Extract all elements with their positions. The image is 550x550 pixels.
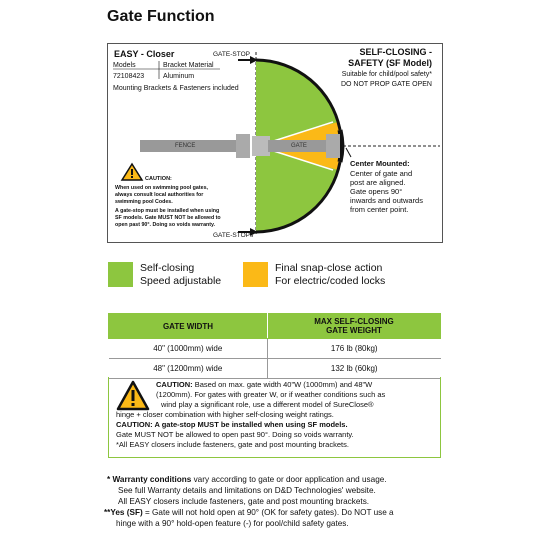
caution-small-line-5: SF models. Gate MUST NOT be allowed to <box>115 215 221 221</box>
footer-line-4-text: = Gate will not hold open at 90° (OK for… <box>142 508 394 517</box>
table-header-row: GATE WIDTH MAX SELF-CLOSING GATE WEIGHT <box>108 313 441 339</box>
row-2-width: 48" (1200mm) wide <box>108 358 268 379</box>
caution-line-5: CAUTION: A gate-stop MUST be installed w… <box>116 420 348 429</box>
footer-line-5: hinge with a 90° hold-open feature (-) f… <box>116 519 349 528</box>
legend-green-line-2: Speed adjustable <box>140 275 222 287</box>
center-line-4: inwards and outwards <box>350 196 423 205</box>
row-2-weight: 132 lb (60kg) <box>267 358 441 379</box>
table-row: 40" (1000mm) wide 176 lb (80kg) <box>108 338 441 359</box>
caution-mark-bar <box>131 169 133 175</box>
gate-label: GATE <box>291 143 307 149</box>
do-not-prop-note: DO NOT PROP GATE OPEN <box>340 81 432 88</box>
caution-small-line-2: always consult local authorities for <box>115 192 204 198</box>
legend-yellow-line-1: Final snap-close action <box>275 262 383 274</box>
center-mount-arrow <box>345 147 352 158</box>
model-number: 72108423 <box>113 73 145 80</box>
center-line-3: Gate opens 90° <box>350 187 403 196</box>
swing-arc-top <box>255 58 342 131</box>
bracket-material: Aluminum <box>163 73 195 80</box>
gate-end <box>326 134 340 158</box>
caution-small-line-6: open past 90°. Doing so voids warranty. <box>115 222 216 228</box>
legend-green-line-1: Self-closing <box>140 262 195 274</box>
green-swing-area-top <box>256 60 342 146</box>
footer-line-3: All EASY closers include fasteners, gate… <box>118 497 370 506</box>
gate-mount <box>252 136 270 156</box>
footer-warranty-label: * Warranty conditions <box>107 475 192 484</box>
caution-mark-dot <box>131 176 133 178</box>
footer-line-2: See full Warranty details and limitation… <box>118 486 376 495</box>
diagram-graphic <box>113 52 440 236</box>
snap-arc-top <box>337 129 345 147</box>
col-max-weight-header-line-1: MAX SELF-CLOSING <box>314 317 394 326</box>
gate-weight-table: GATE WIDTH MAX SELF-CLOSING GATE WEIGHT … <box>108 313 441 379</box>
swing-arc-bottom <box>255 161 342 234</box>
gate-bar <box>268 140 328 152</box>
caution-label: CAUTION: <box>156 380 193 389</box>
col-max-weight-header-line-2: GATE WEIGHT <box>326 326 382 335</box>
legend-swatch-yellow <box>243 262 268 287</box>
footer-line-1: * Warranty conditions vary according to … <box>107 474 387 485</box>
caution-small-line-4: A gate-stop must be installed when using <box>115 208 220 214</box>
fence-post <box>236 134 250 158</box>
gate-stop-top-label: GATE-STOP <box>213 51 250 58</box>
caution-box: CAUTION: Based on max. gate width 40"W (… <box>108 377 441 458</box>
caution-triangle-large-icon <box>116 380 150 411</box>
center-line-5: from center point. <box>350 205 409 214</box>
included-note: Mounting Brackets & Fasteners included <box>113 85 239 92</box>
green-swing-area-bottom <box>256 146 342 232</box>
self-closing-title-2: SAFETY (SF Model) <box>348 58 432 68</box>
footer-line-4: **Yes (SF) = Gate will not hold open at … <box>104 507 394 518</box>
models-header: Models <box>113 62 136 69</box>
gate-diagram: EASY - Closer Models Bracket Material 72… <box>107 43 443 243</box>
table-row: 48" (1200mm) wide 132 lb (60kg) <box>108 358 441 379</box>
caution-line-1: CAUTION: Based on max. gate width 40"W (… <box>156 380 372 390</box>
footer-sf-label: **Yes (SF) <box>104 508 143 517</box>
suitable-note: Suitable for child/pool safety* <box>341 71 432 78</box>
center-mounted-title: Center Mounted: <box>350 159 410 168</box>
bracket-material-header: Bracket Material <box>163 62 214 69</box>
caution-line-2: (1200mm). For gates with greater W, or i… <box>156 390 386 399</box>
caution-small-line-1: When used on swimming pool gates, <box>115 185 208 191</box>
fence-bar <box>140 140 238 152</box>
gate-stop-arrowhead-top <box>250 56 258 64</box>
page-title: Gate Function <box>107 8 215 25</box>
row-1-width: 40" (1000mm) wide <box>108 338 268 359</box>
caution-small-line-3: swimming pool Codes. <box>115 199 173 205</box>
caution-line-1-text: Based on max. gate width 40"W (1000mm) a… <box>192 380 373 389</box>
legend-swatch-green <box>108 262 133 287</box>
gate-stop-arrowhead-bottom <box>250 228 258 236</box>
gate-stop-bottom-label: GATE-STOPs <box>213 232 254 239</box>
caution-small-label: CAUTION: <box>145 176 172 182</box>
footer-line-1-text: vary according to gate or door applicati… <box>191 475 387 484</box>
row-1-weight: 176 lb (80kg) <box>267 338 441 359</box>
caution-line-6: Gate MUST NOT be allowed to open past 90… <box>116 430 354 439</box>
legend-yellow-line-2: For electric/coded locks <box>275 275 386 287</box>
self-closing-title-1: SELF-CLOSING - <box>359 47 433 57</box>
caution-line-4: hinge + closer combination with higher s… <box>116 410 334 419</box>
fence-label: FENCE <box>175 143 196 149</box>
col-gate-width-header: GATE WIDTH <box>108 313 268 339</box>
col-max-weight-header: MAX SELF-CLOSING GATE WEIGHT <box>267 313 441 339</box>
center-line-2: post are aligned. <box>350 178 406 187</box>
center-line-1: Center of gate and <box>350 169 413 178</box>
snap-arc-bottom <box>337 145 345 163</box>
caution-line-3: wind play a significant role, use a diff… <box>161 400 374 409</box>
caution-line-7: *All EASY closers include fasteners, gat… <box>116 440 349 449</box>
easy-closer-label: EASY - Closer <box>114 49 175 59</box>
